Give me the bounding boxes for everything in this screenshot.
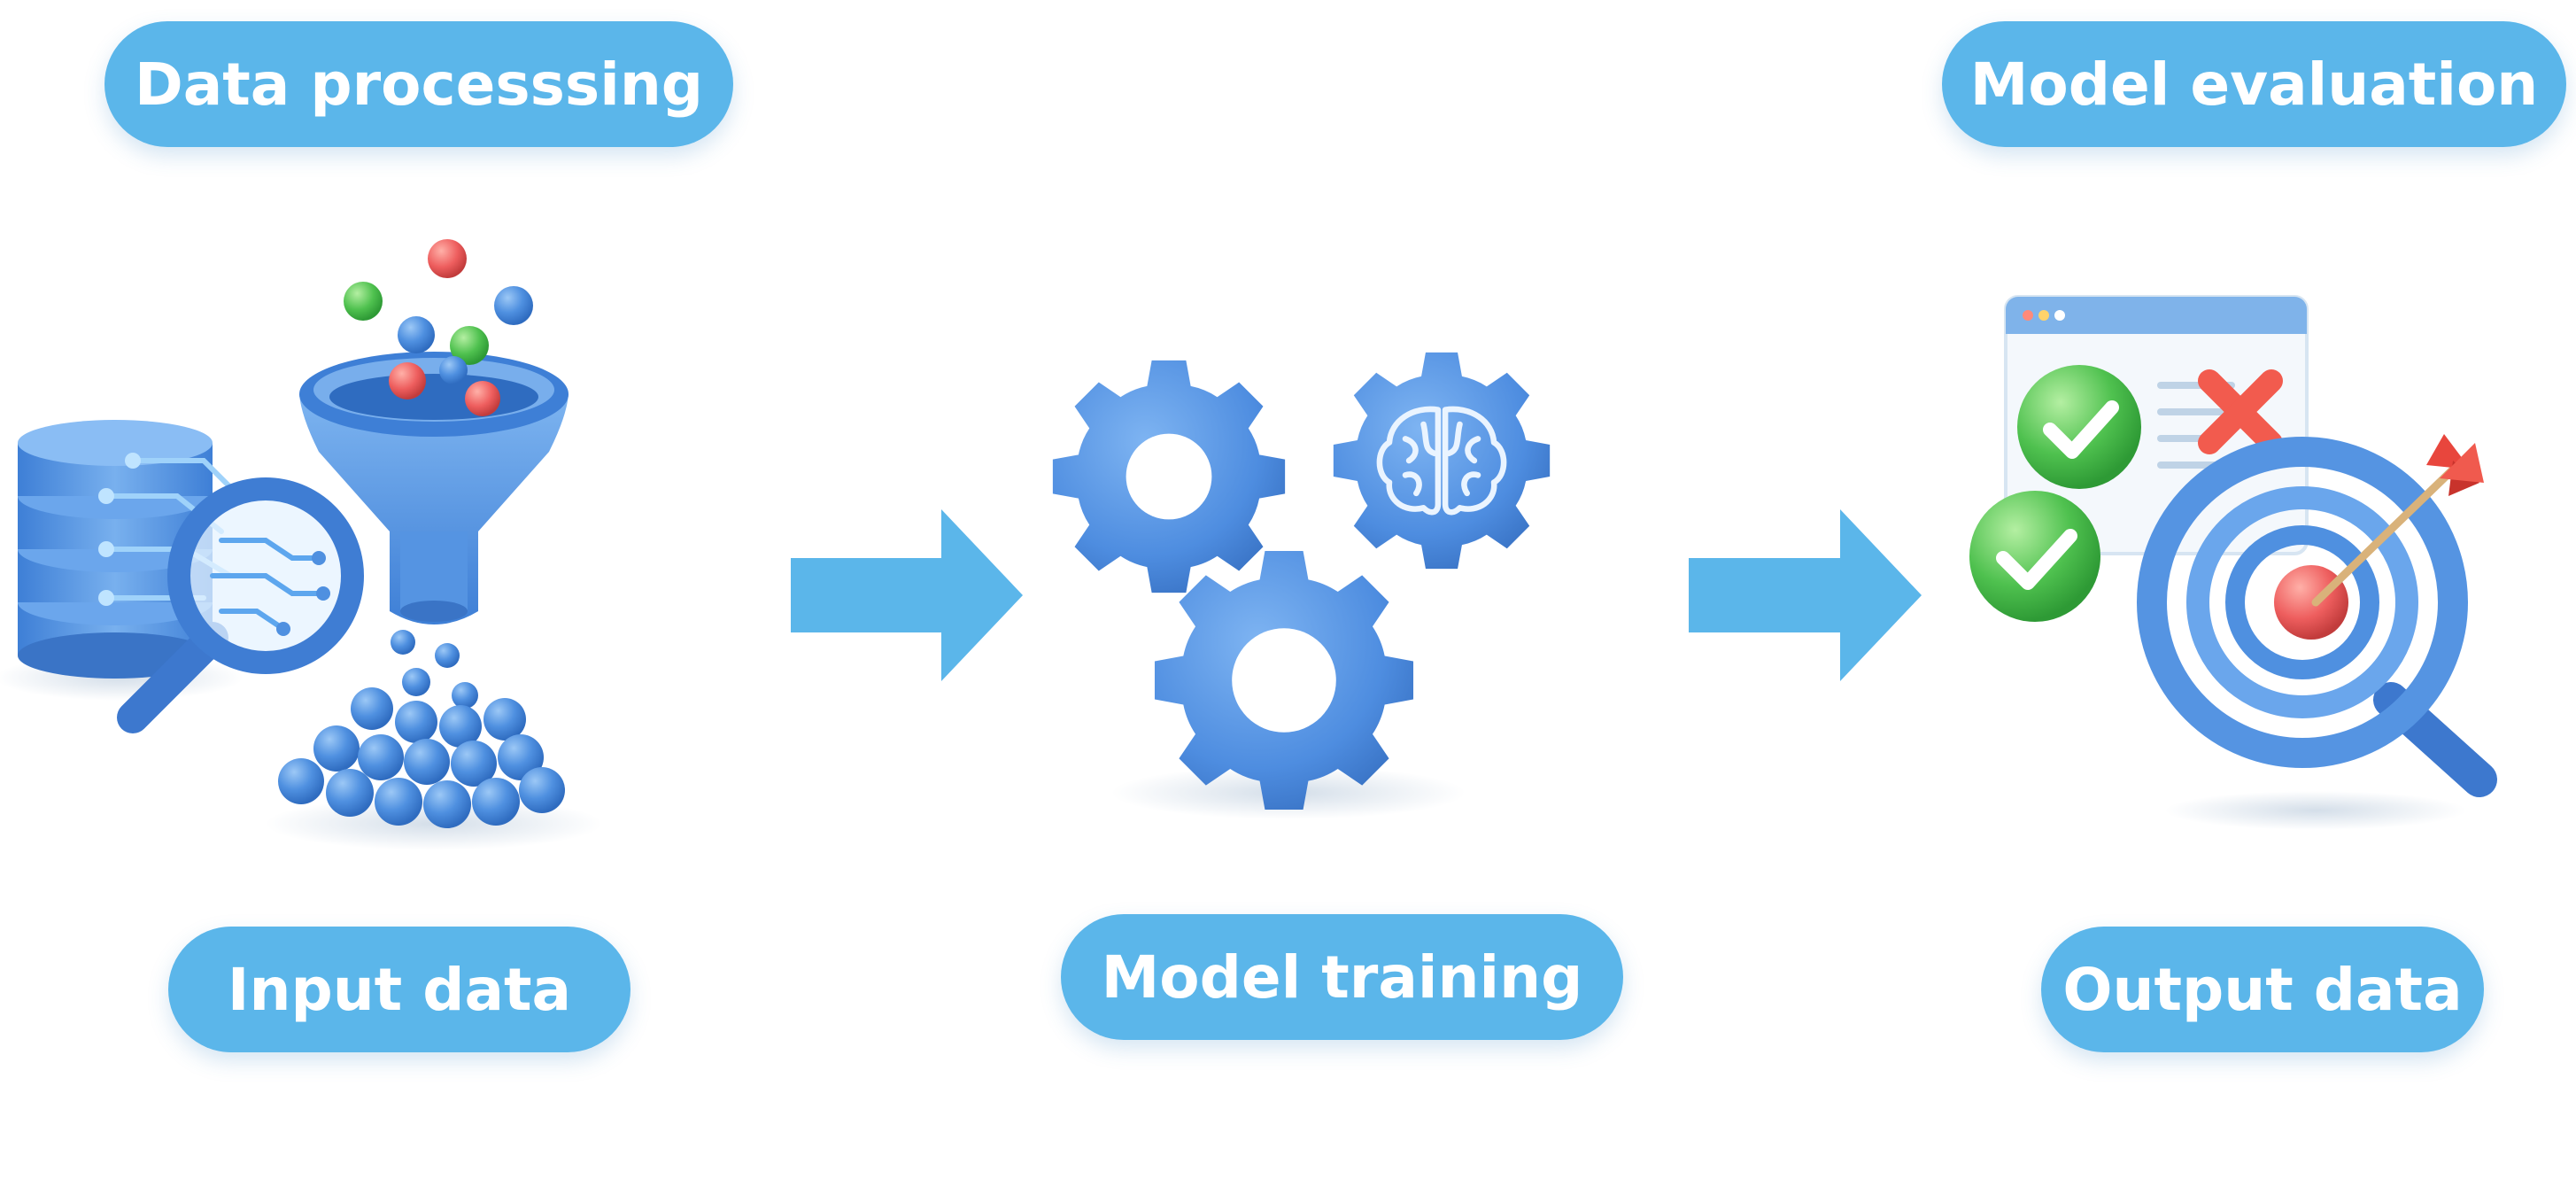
arrow-dart-icon: [2311, 434, 2484, 607]
flow-arrow-icon: [791, 509, 1023, 681]
label-model-training: Model training: [1061, 914, 1623, 1040]
gear-icon: [1052, 360, 1286, 593]
check-icon: [1969, 491, 2100, 622]
label-input-data: Input data: [168, 927, 630, 1052]
label-output-data: Output data: [2041, 927, 2484, 1052]
data-balls-icon: [266, 630, 602, 850]
gear-icon: [1154, 550, 1414, 811]
funnel-icon: [299, 352, 569, 624]
label-model-evaluation: Model evaluation: [1942, 21, 2566, 147]
data-balls-icon: [344, 239, 533, 416]
brain-gear-icon: [1333, 352, 1551, 570]
flow-arrow-icon: [1689, 509, 1922, 681]
check-icon: [2017, 365, 2141, 489]
label-data-processing: Data processsing: [104, 21, 733, 147]
magnifier-icon: [117, 477, 364, 733]
target-icon: [2137, 437, 2497, 830]
cross-icon: [2198, 369, 2283, 454]
